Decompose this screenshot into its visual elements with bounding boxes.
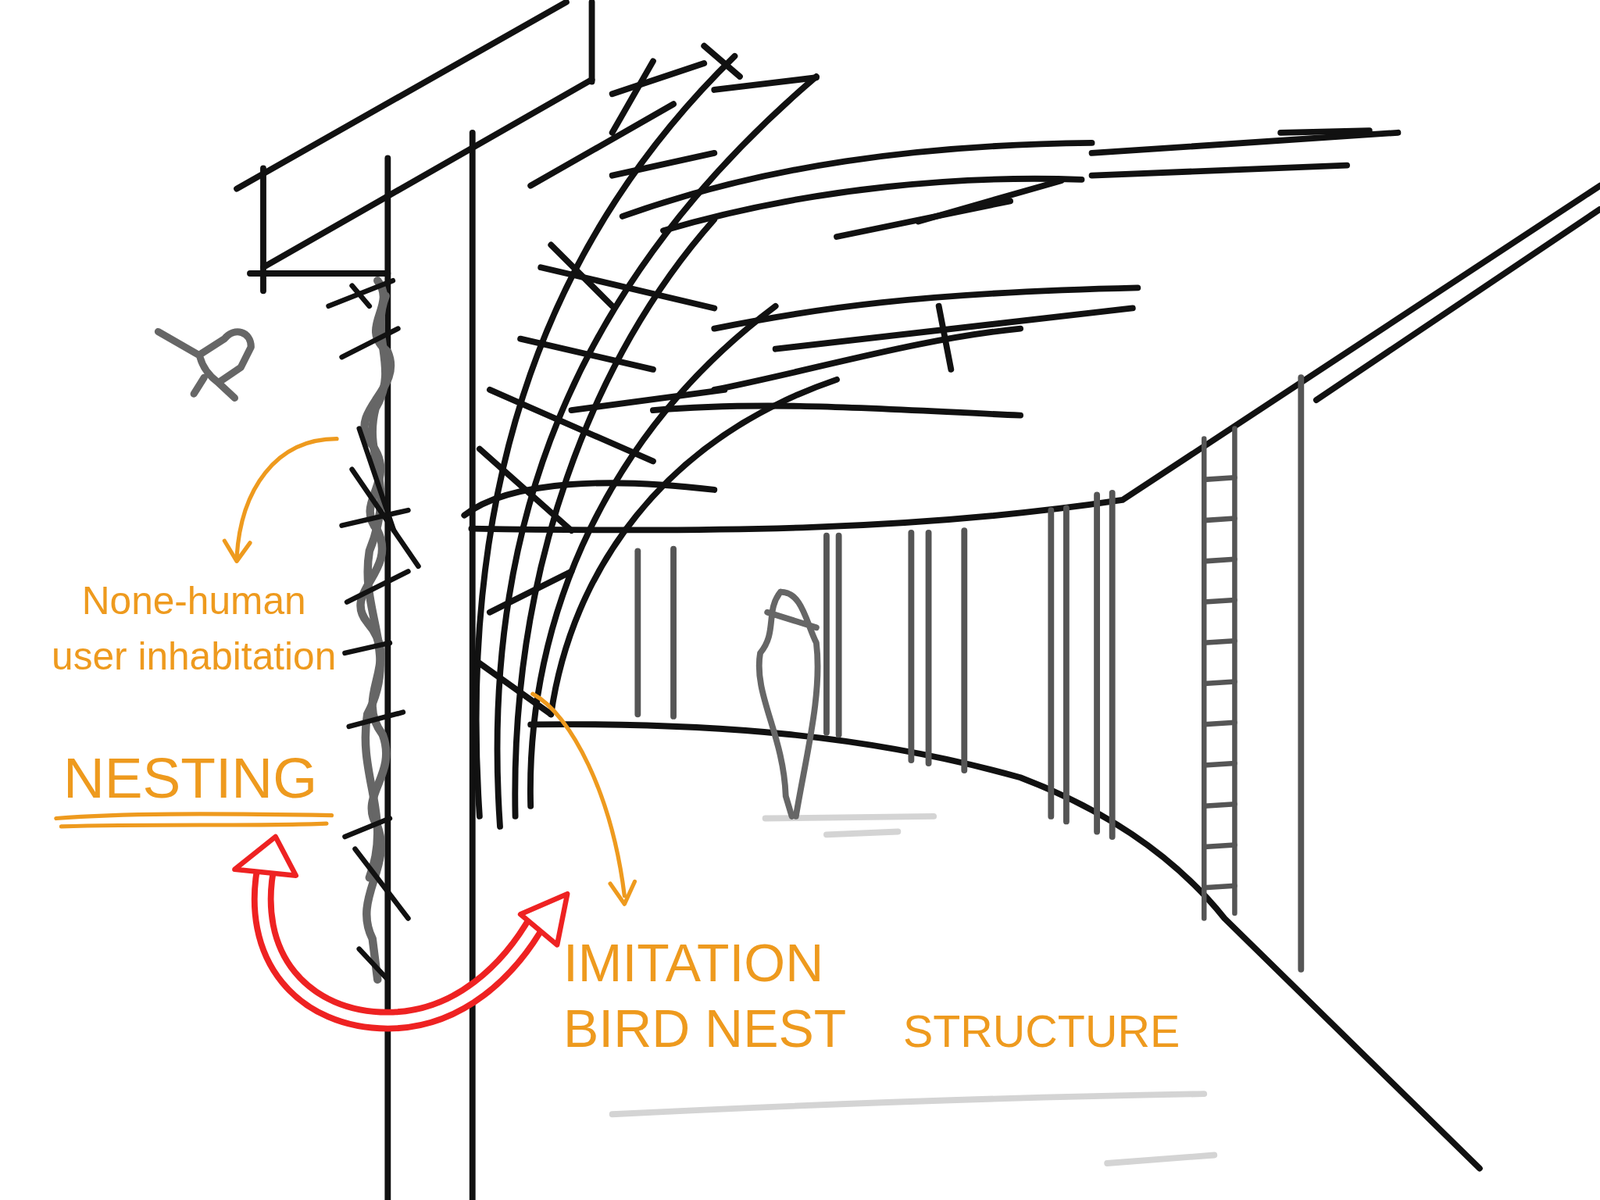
person-figure: [759, 592, 818, 817]
ladder: [1203, 428, 1235, 919]
double-arrow: [234, 836, 568, 1021]
bird-figure: [157, 331, 251, 398]
nest-stick: [328, 280, 419, 980]
structure-label: IMITATION BIRD NEST: [563, 930, 870, 1061]
wall-post: [637, 377, 1301, 970]
annotation-heading: NESTING: [63, 744, 318, 812]
annotation-note: None-human user inhabitation: [50, 573, 337, 684]
corridor: [471, 185, 1600, 1169]
nest-structure: [464, 46, 1398, 827]
structure-label: STRUCTURE: [903, 1005, 1180, 1059]
